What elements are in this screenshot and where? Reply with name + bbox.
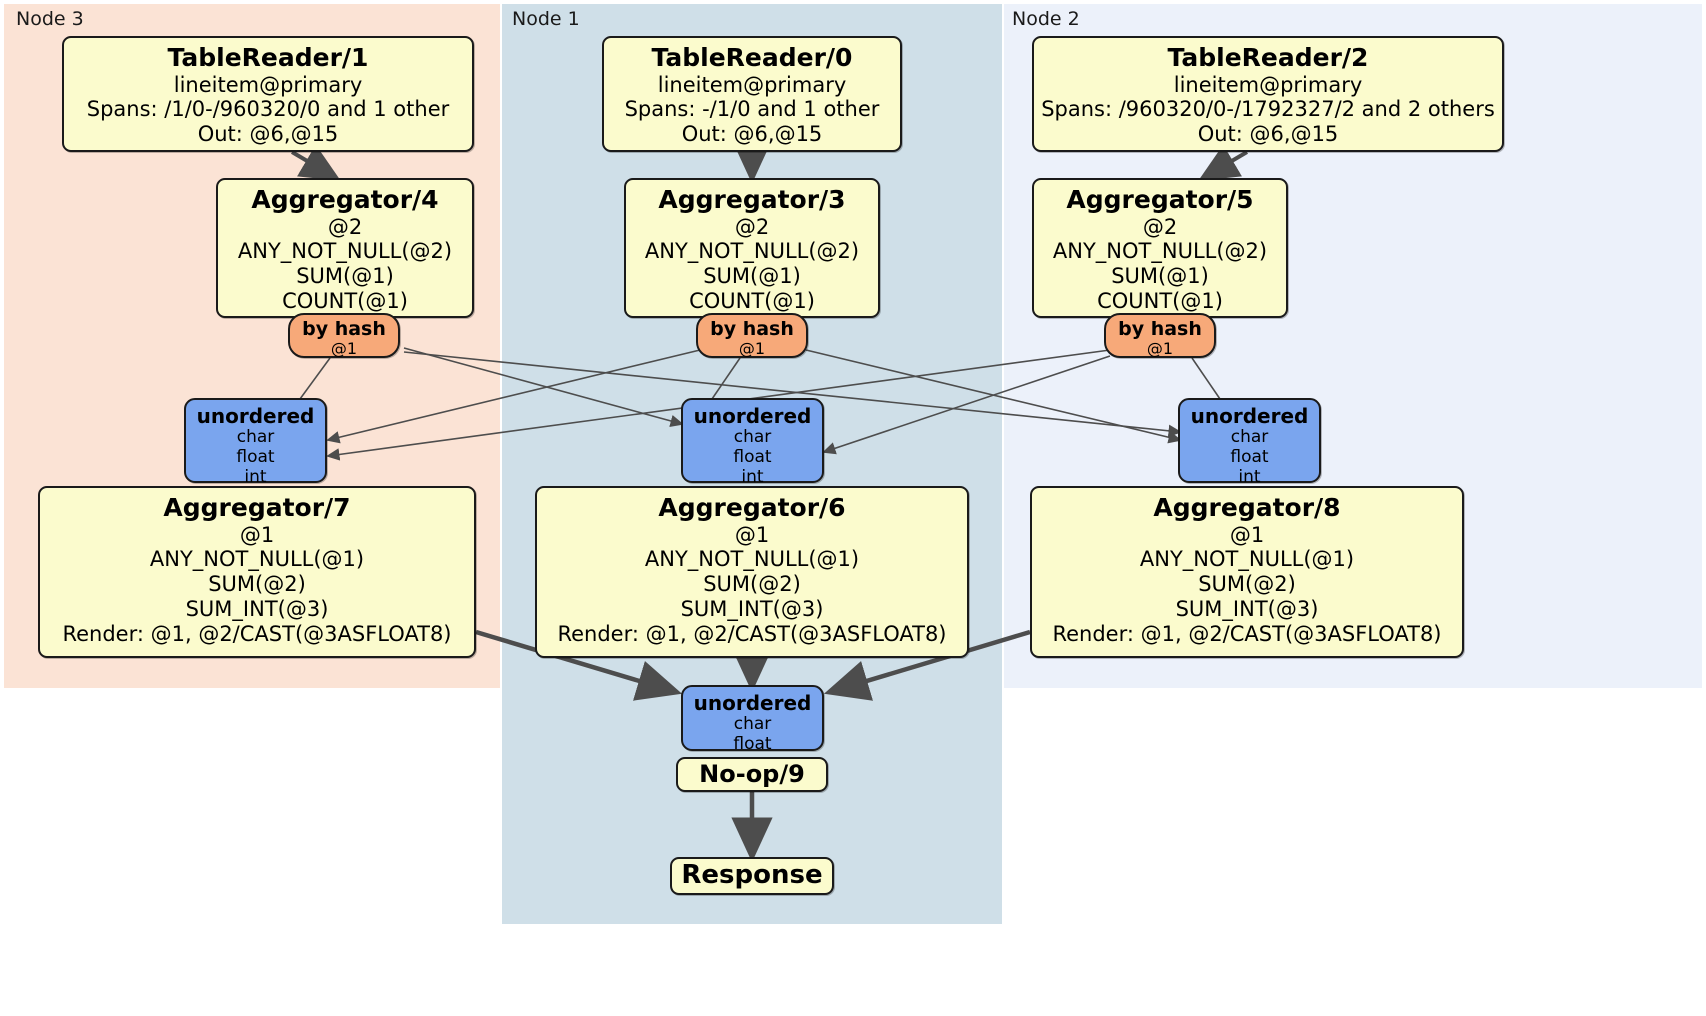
processor-line: COUNT(@1)	[1097, 288, 1223, 313]
processor-title: Aggregator/4	[251, 185, 439, 214]
router-line: @1	[738, 339, 766, 359]
router-title: by hash	[1118, 318, 1202, 340]
processor-tablereader-2[interactable]: TableReader/2 lineitem@primary Spans: /9…	[1032, 36, 1504, 152]
processor-title: Aggregator/5	[1066, 185, 1254, 214]
processor-aggregator-4[interactable]: Aggregator/4 @2 ANY_NOT_NULL(@2) SUM(@1)…	[216, 178, 474, 318]
node-label-node1: Node 1	[512, 8, 580, 30]
synchronizer-line: char	[733, 714, 772, 735]
synchronizer-title: unordered	[1190, 404, 1309, 428]
node-label-node3: Node 3	[16, 8, 84, 30]
processor-title: TableReader/1	[167, 43, 369, 72]
processor-title: Aggregator/8	[1153, 493, 1341, 522]
processor-line: Spans: /1/0-/960320/0 and 1 other	[86, 97, 450, 122]
synchronizer-line: int	[1238, 466, 1261, 487]
synchronizer-line: char	[236, 427, 275, 448]
processor-title: Aggregator/3	[658, 185, 846, 214]
processor-line: ANY_NOT_NULL(@1)	[1139, 547, 1355, 572]
synchronizer-line: float	[236, 446, 275, 467]
processor-line: Spans: /960320/0-/1792327/2 and 2 others	[1041, 97, 1495, 122]
processor-title: Response	[681, 860, 823, 891]
processor-aggregator-8[interactable]: Aggregator/8 @1 ANY_NOT_NULL(@1) SUM(@2)…	[1030, 486, 1464, 658]
synchronizer-line: int	[741, 466, 764, 487]
synchronizer-unordered-node3[interactable]: unordered char float int	[184, 398, 327, 486]
processor-response[interactable]: Response	[670, 857, 834, 895]
synchronizer-title: unordered	[196, 404, 315, 428]
processor-title: No-op/9	[699, 759, 805, 788]
processor-line: @1	[1229, 522, 1265, 547]
processor-line: SUM(@1)	[1111, 264, 1209, 289]
processor-line: COUNT(@1)	[282, 288, 408, 313]
router-title: by hash	[302, 318, 386, 340]
processor-line: SUM_INT(@3)	[185, 596, 329, 621]
router-by-hash-node2[interactable]: by hash @1	[1104, 313, 1216, 358]
processor-line: COUNT(@1)	[689, 288, 815, 313]
router-title: by hash	[710, 318, 794, 340]
processor-line: lineitem@primary	[1173, 72, 1363, 97]
processor-title: Aggregator/6	[658, 493, 846, 522]
synchronizer-line: float	[1230, 446, 1269, 467]
processor-line: ANY_NOT_NULL(@2)	[237, 239, 453, 264]
router-by-hash-node3[interactable]: by hash @1	[288, 313, 400, 358]
node-label-node2: Node 2	[1012, 8, 1080, 30]
processor-line: Render: @1, @2/CAST(@3ASFLOAT8)	[557, 621, 947, 646]
processor-line: @2	[1142, 214, 1178, 239]
router-line: @1	[1146, 339, 1174, 359]
processor-title: TableReader/2	[1167, 43, 1369, 72]
processor-line: @1	[239, 522, 275, 547]
synchronizer-unordered-final[interactable]: unordered char float	[681, 685, 824, 754]
processor-no-op-9[interactable]: No-op/9	[676, 757, 828, 792]
synchronizer-title: unordered	[693, 404, 812, 428]
processor-line: ANY_NOT_NULL(@2)	[644, 239, 860, 264]
processor-aggregator-3[interactable]: Aggregator/3 @2 ANY_NOT_NULL(@2) SUM(@1)…	[624, 178, 880, 318]
processor-line: SUM(@2)	[208, 572, 306, 597]
processor-line: SUM(@2)	[703, 572, 801, 597]
processor-title: TableReader/0	[651, 43, 853, 72]
processor-aggregator-7[interactable]: Aggregator/7 @1 ANY_NOT_NULL(@1) SUM(@2)…	[38, 486, 476, 658]
processor-line: Out: @6,@15	[681, 122, 823, 147]
processor-line: @2	[327, 214, 363, 239]
processor-line: @1	[734, 522, 770, 547]
processor-line: SUM_INT(@3)	[1175, 596, 1319, 621]
router-by-hash-node1[interactable]: by hash @1	[696, 313, 808, 358]
processor-title: Aggregator/7	[163, 493, 351, 522]
processor-line: @2	[734, 214, 770, 239]
synchronizer-line: float	[733, 446, 772, 467]
processor-line: Render: @1, @2/CAST(@3ASFLOAT8)	[1052, 621, 1442, 646]
processor-tablereader-0[interactable]: TableReader/0 lineitem@primary Spans: -/…	[602, 36, 902, 152]
synchronizer-line: char	[1230, 427, 1269, 448]
synchronizer-line: char	[733, 427, 772, 448]
processor-line: ANY_NOT_NULL(@2)	[1052, 239, 1268, 264]
synchronizer-title: unordered	[693, 691, 812, 715]
router-line: @1	[330, 339, 358, 359]
synchronizer-unordered-node2[interactable]: unordered char float int	[1178, 398, 1321, 486]
processor-aggregator-6[interactable]: Aggregator/6 @1 ANY_NOT_NULL(@1) SUM(@2)…	[535, 486, 969, 658]
processor-line: SUM(@1)	[296, 264, 394, 289]
processor-tablereader-1[interactable]: TableReader/1 lineitem@primary Spans: /1…	[62, 36, 474, 152]
processor-line: ANY_NOT_NULL(@1)	[644, 547, 860, 572]
synchronizer-line: int	[244, 466, 267, 487]
processor-line: SUM(@1)	[703, 264, 801, 289]
processor-line: lineitem@primary	[173, 72, 363, 97]
processor-line: SUM_INT(@3)	[680, 596, 824, 621]
processor-line: Spans: -/1/0 and 1 other	[624, 97, 880, 122]
processor-line: Out: @6,@15	[197, 122, 339, 147]
processor-line: lineitem@primary	[657, 72, 847, 97]
processor-line: Render: @1, @2/CAST(@3ASFLOAT8)	[62, 621, 452, 646]
processor-line: ANY_NOT_NULL(@1)	[149, 547, 365, 572]
processor-line: Out: @6,@15	[1197, 122, 1339, 147]
processor-line: SUM(@2)	[1198, 572, 1296, 597]
synchronizer-unordered-node1[interactable]: unordered char float int	[681, 398, 824, 486]
processor-aggregator-5[interactable]: Aggregator/5 @2 ANY_NOT_NULL(@2) SUM(@1)…	[1032, 178, 1288, 318]
synchronizer-line: float	[733, 733, 772, 754]
